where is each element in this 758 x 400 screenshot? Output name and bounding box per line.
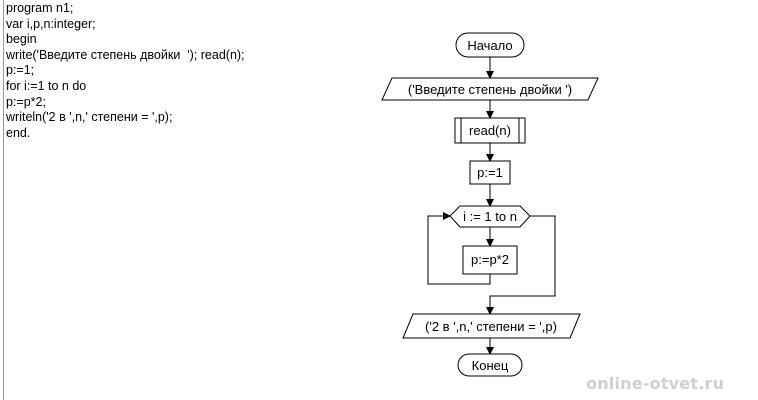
output-parallelogram [402,313,581,339]
loop-hexagon [449,205,531,228]
code-line: program n1; [6,1,74,15]
input-prompt-parallelogram [381,77,599,101]
end-label: Конец [472,358,509,373]
code-line: p:=1; [6,63,35,78]
end-terminator [457,353,523,377]
site-watermark: online-otvet.ru [586,374,725,393]
loop-exit-edge [486,215,556,315]
body-process-box [462,245,518,275]
code-line: writeln('2 в ',n,' степени = ',p); [6,110,173,125]
init-process-box [469,160,511,185]
loop-back-edge [427,212,491,285]
input-prompt-label: ('Введите степень двойки ') [408,82,572,97]
loop-label: i := 1 to n [463,209,517,224]
start-label: Начало [467,38,512,53]
code-line: write('Введите степень двойки '); read(n… [6,47,245,62]
code-line: p:=p*2; [6,94,46,109]
editor-gutter [0,0,4,400]
code-line: for i:=1 to n do [6,78,87,93]
read-process-box [454,117,526,144]
body-label: p:=p*2 [471,252,509,267]
read-label: read(n) [469,123,511,138]
code-line: end. [6,125,31,140]
pascal-code-listing: program n1; var i,p,n:integer; begin wri… [6,1,245,141]
init-label: p:=1 [477,165,503,180]
output-label: ('2 в ',n,' степени = ',p) [425,319,557,334]
code-line: var i,p,n:integer; [6,16,96,31]
code-line: begin [6,32,37,47]
start-terminator [455,32,525,58]
